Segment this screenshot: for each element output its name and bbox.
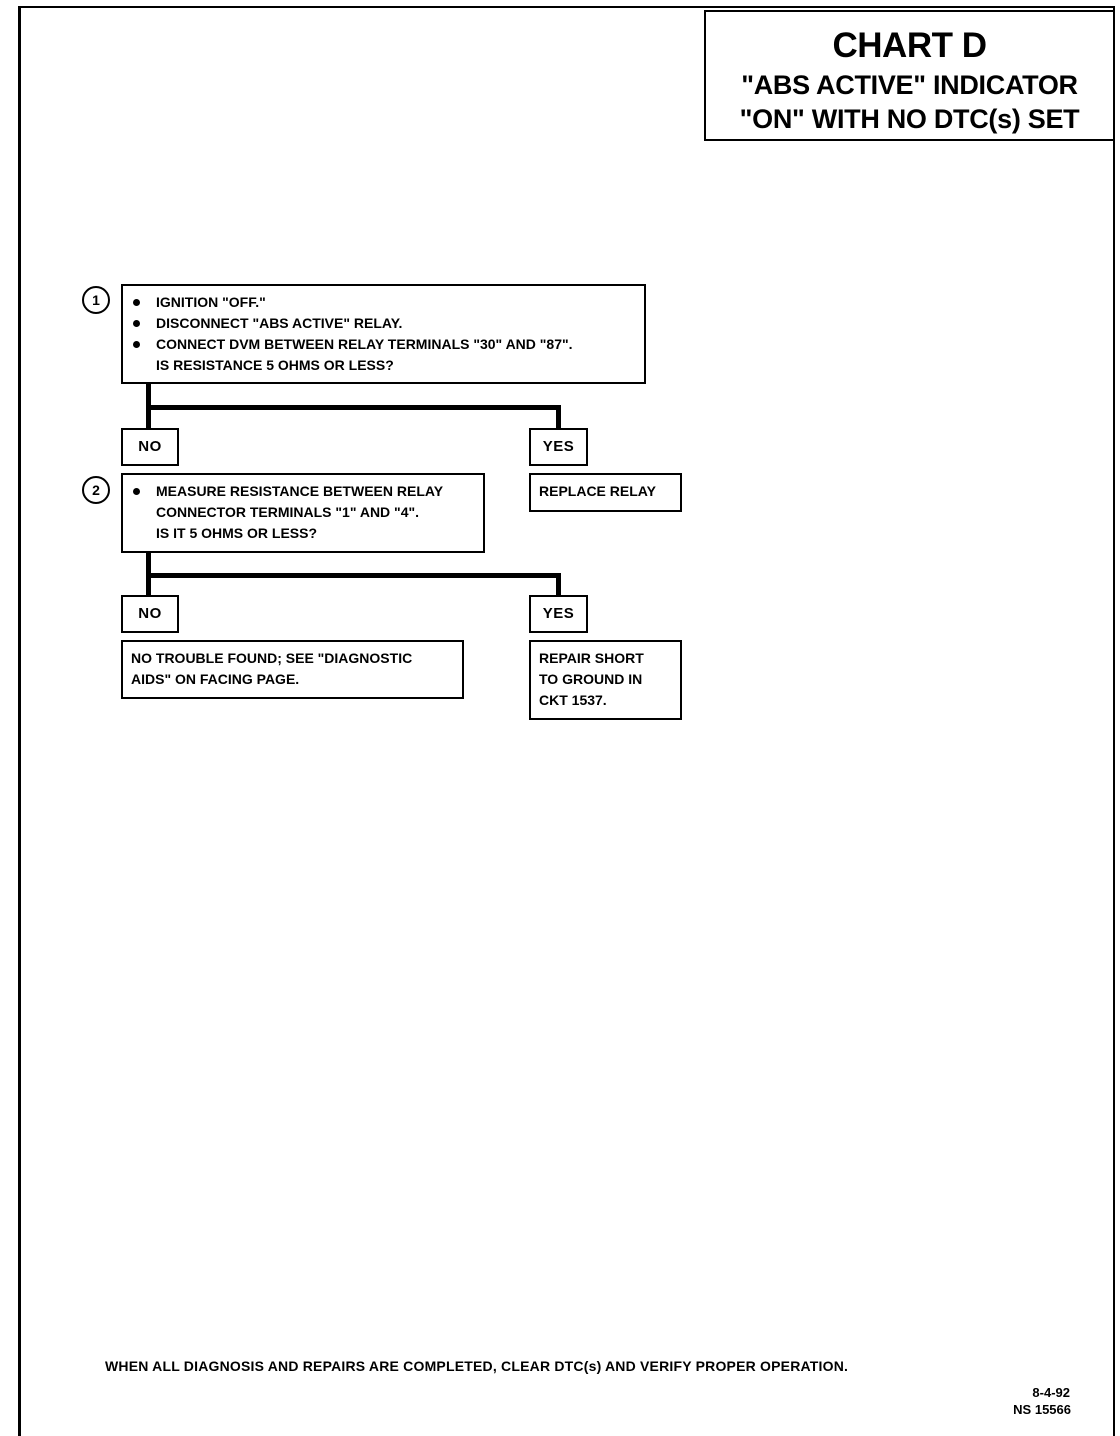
step-1-bullet: DISCONNECT "ABS ACTIVE" RELAY. xyxy=(133,313,636,334)
step-1-no-label: NO xyxy=(121,428,179,466)
connector-line xyxy=(146,405,561,410)
step-2-bullet: MEASURE RESISTANCE BETWEEN RELAY CONNECT… xyxy=(133,481,475,523)
page-border xyxy=(18,6,1115,1436)
chart-subtitle-line1: "ABS ACTIVE" INDICATOR xyxy=(741,70,1078,100)
step-2-number: 2 xyxy=(82,476,110,504)
chart-title-box: CHART D "ABS ACTIVE" INDICATOR "ON" WITH… xyxy=(704,10,1115,141)
document-id: NS 15566 xyxy=(1013,1402,1071,1417)
step-2-question: IS IT 5 OHMS OR LESS? xyxy=(156,525,318,541)
result-line: CKT 1537. xyxy=(539,692,607,708)
step-2-yes-label: YES xyxy=(529,595,588,633)
step-2-no-result: NO TROUBLE FOUND; SEE "DIAGNOSTIC AIDS" … xyxy=(121,640,464,699)
result-line: TO GROUND IN xyxy=(539,671,643,687)
step-2-no-label: NO xyxy=(121,595,179,633)
step-2-yes-result: REPAIR SHORT TO GROUND IN CKT 1537. xyxy=(529,640,682,720)
connector-line xyxy=(556,573,561,596)
document-date: 8-4-92 xyxy=(1032,1385,1070,1400)
step-1-bullet: IGNITION "OFF." xyxy=(133,292,636,313)
step-2-bullets: MEASURE RESISTANCE BETWEEN RELAY CONNECT… xyxy=(133,481,475,523)
chart-title: CHART D xyxy=(832,26,987,65)
connector-line xyxy=(556,405,561,429)
step-1-yes-result: REPLACE RELAY xyxy=(529,473,682,512)
result-line: REPLACE RELAY xyxy=(539,483,656,499)
step-1-question: IS RESISTANCE 5 OHMS OR LESS? xyxy=(156,357,394,373)
step-1-bullets: IGNITION "OFF." DISCONNECT "ABS ACTIVE" … xyxy=(133,292,636,355)
result-line: REPAIR SHORT xyxy=(539,650,644,666)
connector-line xyxy=(146,573,561,578)
footer-note: WHEN ALL DIAGNOSIS AND REPAIRS ARE COMPL… xyxy=(105,1358,849,1374)
chart-subtitle-line2: "ON" WITH NO DTC(s) SET xyxy=(739,104,1080,134)
step-2-box: MEASURE RESISTANCE BETWEEN RELAY CONNECT… xyxy=(121,473,485,553)
result-line: NO TROUBLE FOUND; SEE "DIAGNOSTIC xyxy=(131,650,413,666)
step-1-bullet: CONNECT DVM BETWEEN RELAY TERMINALS "30"… xyxy=(133,334,636,355)
result-line: AIDS" ON FACING PAGE. xyxy=(131,671,300,687)
step-1-box: IGNITION "OFF." DISCONNECT "ABS ACTIVE" … xyxy=(121,284,646,384)
step-1-yes-label: YES xyxy=(529,428,588,466)
step-1-number: 1 xyxy=(82,286,110,314)
